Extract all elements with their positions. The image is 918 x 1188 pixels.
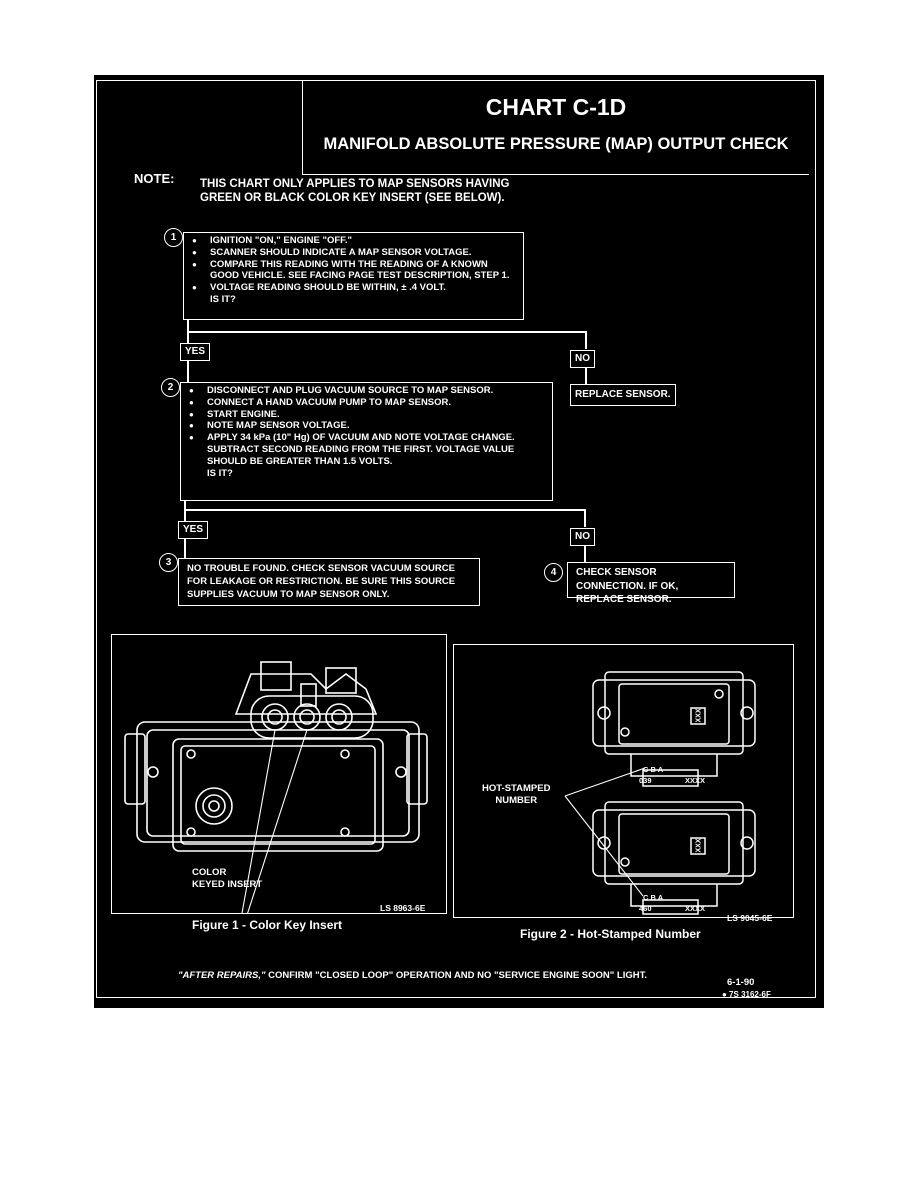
step-2-bullet: DISCONNECT AND PLUG VACUUM SOURCE TO MAP… xyxy=(189,385,546,397)
connector xyxy=(584,509,586,527)
step-3-number: 3 xyxy=(159,553,178,572)
pin-labels-top: C B A xyxy=(643,765,664,774)
note-line-1: THIS CHART ONLY APPLIES TO MAP SENSORS H… xyxy=(200,178,510,190)
hot-stamped-number-top: 039 xyxy=(639,776,652,785)
figure-1-callout: COLOR KEYED INSERT xyxy=(192,867,262,890)
chart-sheet: CHART C-1D MANIFOLD ABSOLUTE PRESSURE (M… xyxy=(94,75,824,1008)
step-1-bullet: COMPARE THIS READING WITH THE READING OF… xyxy=(192,259,517,283)
yes-tag: YES xyxy=(178,521,209,539)
connector xyxy=(184,509,186,521)
footer-date: 6-1-90 xyxy=(727,977,755,988)
yes-tag: YES xyxy=(180,343,211,361)
step-2-bullet: APPLY 34 kPa (10" Hg) OF VACUUM AND NOTE… xyxy=(189,432,546,467)
figure-1-code: LS 8963-6E xyxy=(380,903,426,913)
step-3-box: NO TROUBLE FOUND. CHECK SENSOR VACUUM SO… xyxy=(178,558,480,606)
figure-2-caption: Figure 2 - Hot-Stamped Number xyxy=(520,927,701,941)
map-sensor-top-view-illustration xyxy=(564,671,756,915)
hot-stamped-number-bottom: 460 xyxy=(639,904,652,913)
connector xyxy=(184,539,186,558)
figure-1-frame xyxy=(111,634,447,914)
step-1-bullet: SCANNER SHOULD INDICATE A MAP SENSOR VOL… xyxy=(192,247,517,259)
after-repairs: "AFTER REPAIRS," xyxy=(178,970,266,981)
callout-line: HOT-STAMPED xyxy=(482,783,551,794)
step-1-number: 1 xyxy=(164,228,183,247)
connector xyxy=(187,361,189,383)
connector xyxy=(187,331,189,343)
xxx-label-bottom: XXX xyxy=(695,838,703,853)
chart-id: CHART C-1D xyxy=(485,94,627,120)
step-4-number: 4 xyxy=(544,563,563,582)
connector xyxy=(584,546,586,562)
connector xyxy=(585,331,587,349)
figure-2-code: LS 9045-6E xyxy=(727,913,773,923)
step-2-question: IS IT? xyxy=(207,467,233,479)
no-tag: NO xyxy=(570,350,595,368)
no-tag: NO xyxy=(570,528,595,546)
step-2-bullet: CONNECT A HAND VACUUM PUMP TO MAP SENSOR… xyxy=(189,397,546,409)
step-1-box: IGNITION "ON," ENGINE "OFF." SCANNER SHO… xyxy=(183,232,524,320)
xxxx-label-top: XXXX xyxy=(685,776,706,785)
step-2-bullet: NOTE MAP SENSOR VOLTAGE. xyxy=(189,420,546,432)
connector xyxy=(187,331,586,333)
note-text: THIS CHART ONLY APPLIES TO MAP SENSORS H… xyxy=(200,177,509,205)
step-4-box: CHECK SENSOR CONNECTION. IF OK, REPLACE … xyxy=(567,562,735,605)
step-1-bullet: VOLTAGE READING SHOULD BE WITHIN, ± .4 V… xyxy=(192,282,517,294)
note-label: NOTE: xyxy=(134,171,175,186)
footer-code: ● 7S 3162-6F xyxy=(722,990,771,999)
figure-1-caption: Figure 1 - Color Key Insert xyxy=(192,918,343,932)
step-1-bullet: IGNITION "ON," ENGINE "OFF." xyxy=(192,235,517,247)
title-block: CHART C-1D MANIFOLD ABSOLUTE PRESSURE (M… xyxy=(302,80,809,175)
step-1-question: IS IT? xyxy=(210,293,236,305)
connector xyxy=(184,509,585,511)
xxxx-label-bottom: XXXX xyxy=(685,904,706,913)
step-2-box: DISCONNECT AND PLUG VACUUM SOURCE TO MAP… xyxy=(180,382,553,501)
pin-labels-bottom: C B A xyxy=(643,893,664,902)
callout-line: KEYED INSERT xyxy=(192,878,263,890)
map-sensor-illustration xyxy=(124,661,428,914)
chart-title: MANIFOLD ABSOLUTE PRESSURE (MAP) OUTPUT … xyxy=(323,135,789,153)
figure-2-frame xyxy=(453,644,794,918)
step-2-number: 2 xyxy=(161,378,180,397)
connector xyxy=(184,501,186,511)
connector xyxy=(585,368,587,384)
replace-sensor-box: REPLACE SENSOR. xyxy=(570,384,676,406)
callout-line: COLOR xyxy=(192,867,227,878)
connector xyxy=(187,320,189,332)
note-line-2: GREEN OR BLACK COLOR KEY INSERT (SEE BEL… xyxy=(200,192,505,204)
footer-note: "AFTER REPAIRS," CONFIRM "CLOSED LOOP" O… xyxy=(178,970,647,981)
step-2-bullet: START ENGINE. xyxy=(189,409,546,421)
figure-2-callout: HOT-STAMPED NUMBER xyxy=(482,783,550,806)
outer-frame xyxy=(96,80,816,998)
xxx-label-top: XXX xyxy=(695,708,703,723)
callout-line: NUMBER xyxy=(495,794,538,806)
footer-confirm: CONFIRM "CLOSED LOOP" OPERATION AND NO "… xyxy=(268,970,647,981)
